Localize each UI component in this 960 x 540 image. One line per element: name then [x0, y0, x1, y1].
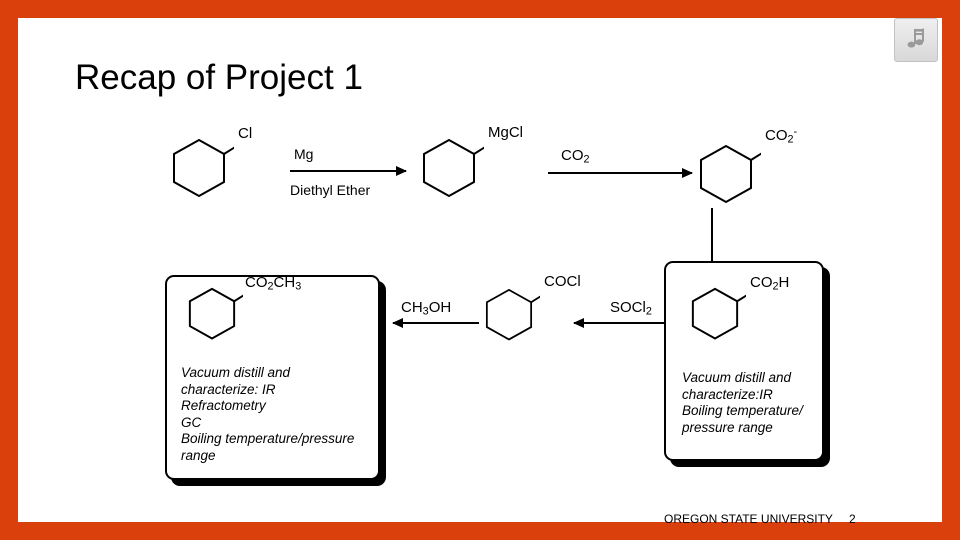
box-methyl-ester [165, 275, 380, 480]
cyclohexane-ring [485, 288, 546, 341]
substituent-label-cl: Cl [238, 125, 253, 142]
structure-cyclohexane-carbonyl-chloride: COCl [478, 273, 581, 348]
cyclohexane-ring [691, 287, 752, 340]
substituent-label-cocl: COCl [544, 273, 581, 290]
page-title: Recap of Project 1 [75, 58, 363, 97]
substituent-label-co2h: CO2H [750, 274, 790, 293]
reaction-arrow-5 [392, 318, 479, 328]
reaction-arrow-1 [290, 166, 407, 176]
cyclohexane-ring [188, 287, 249, 340]
footer-organization: OREGON STATE UNIVERSITY [664, 512, 833, 526]
reagent-label-diethyl-ether: Diethyl Ether [290, 182, 371, 198]
structure-methyl-cyclohexane-carboxylate: CO2CH3 [181, 274, 301, 347]
reagent-label-mg: Mg [294, 146, 314, 162]
substituent-label-mgcl: MgCl [488, 124, 524, 141]
reaction-arrow-4 [573, 318, 666, 328]
substituent-label-co2ch3: CO2CH3 [245, 274, 302, 293]
reagent-label-co2: CO2 [561, 147, 590, 166]
structure-cyclohexyl-magnesium-chloride: MgCl [414, 124, 523, 205]
cyclohexane-ring [173, 138, 241, 198]
note-ester-box: Vacuum distill and characterize: IR Refr… [181, 365, 355, 463]
cyclohexane-ring [700, 144, 768, 204]
music-note-glyph [907, 28, 924, 48]
reaction-arrow-2 [548, 168, 693, 178]
music-note-icon[interactable] [894, 18, 938, 62]
reagent-label-socl2: SOCl2 [610, 299, 652, 318]
structure-cyclohexyl-chloride: Cl [164, 125, 252, 205]
structure-cyclohexane-carboxylic-acid: CO2H [684, 274, 789, 347]
cyclohexane-ring [423, 138, 491, 198]
box-carboxylic-acid [664, 261, 824, 461]
reagent-label-ch3oh: CH3OH [401, 299, 452, 318]
note-acid-box: Vacuum distill and characterize:IR Boili… [682, 370, 803, 435]
structure-cyclohexane-carboxylate: CO2- [691, 126, 797, 211]
substituent-label-carboxylate: CO2- [765, 126, 798, 146]
slide-canvas: Recap of Project 1 Cl Mg Diethyl Ether M… [18, 18, 942, 526]
slide-number: 2 [849, 512, 856, 526]
